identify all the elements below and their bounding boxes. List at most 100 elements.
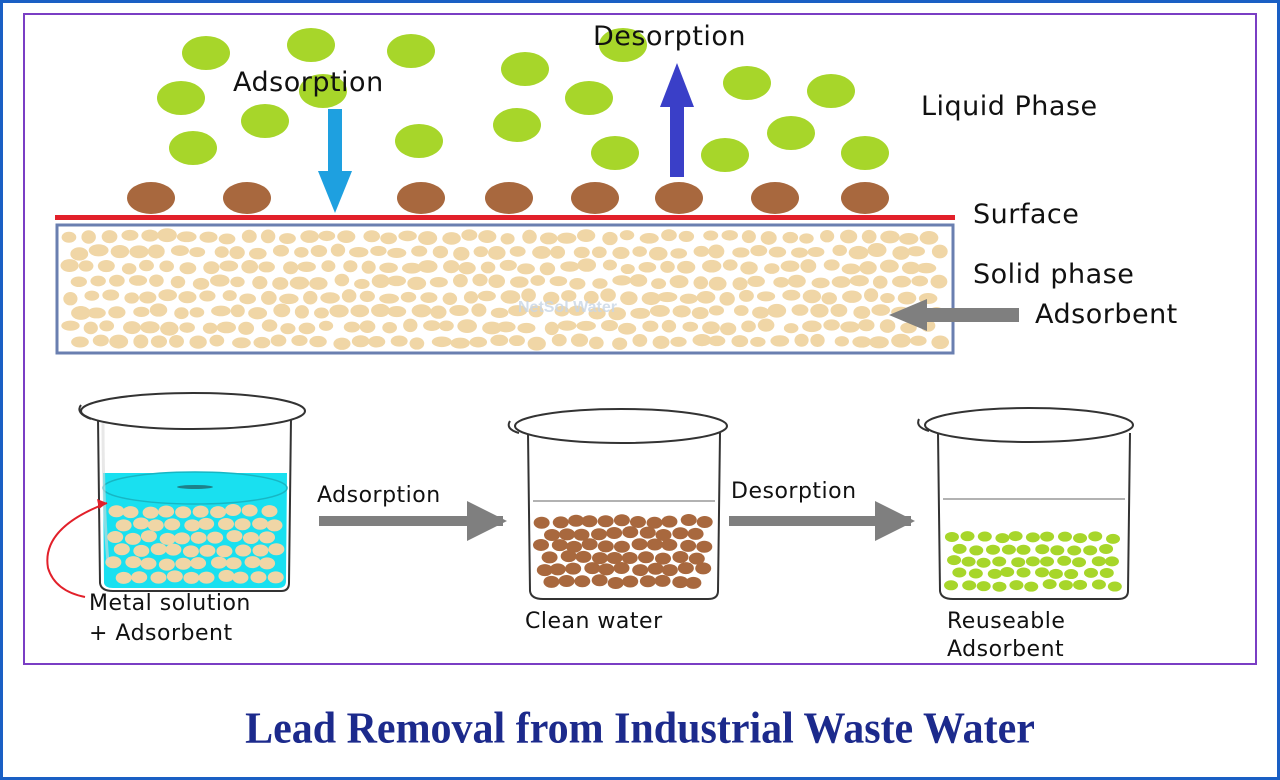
- solid-grain: [528, 305, 544, 318]
- beaker-grain: [969, 545, 984, 556]
- beaker-grain: [551, 539, 568, 552]
- beaker-grain: [252, 517, 269, 530]
- beaker-grain: [115, 519, 132, 532]
- beaker-grain: [622, 575, 639, 588]
- solid-grain: [568, 305, 585, 316]
- solid-grain: [60, 259, 79, 272]
- beaker-grain: [226, 530, 243, 543]
- beaker-grain: [574, 575, 591, 588]
- solid-grain: [629, 274, 648, 287]
- solid-grain: [864, 288, 879, 302]
- solid-grain: [133, 306, 150, 318]
- beaker-grain: [252, 544, 269, 557]
- beaker-grain: [565, 562, 582, 575]
- beaker-grain: [1016, 567, 1031, 578]
- beaker-grain: [695, 562, 712, 575]
- solid-grain: [387, 275, 406, 287]
- solid-grain: [901, 261, 921, 275]
- solid-grain: [722, 259, 738, 271]
- solid-grain: [418, 231, 438, 246]
- solid-grain: [337, 230, 356, 243]
- solid-grain: [560, 261, 580, 272]
- solid-grain: [738, 289, 754, 302]
- solid-grain: [110, 245, 130, 259]
- beaker-grain: [952, 567, 967, 578]
- solid-grain: [199, 231, 218, 243]
- solid-grain: [429, 276, 448, 288]
- beaker-grain: [158, 558, 175, 571]
- solid-grain: [880, 230, 900, 244]
- solid-grain: [787, 274, 806, 288]
- beaker-grain: [1104, 556, 1119, 567]
- beaker-grain: [268, 543, 285, 556]
- solid-grain: [272, 277, 289, 290]
- beaker-grain: [647, 562, 664, 575]
- beaker-grain: [1057, 531, 1072, 542]
- solid-grain: [916, 262, 937, 274]
- solid-grain: [124, 292, 139, 304]
- beaker-grain: [1050, 545, 1065, 556]
- solid-grain: [83, 321, 98, 335]
- liquid-particle: [157, 81, 205, 115]
- beaker-grain: [225, 504, 242, 517]
- beaker-grain: [677, 562, 694, 575]
- solid-grain: [92, 334, 109, 347]
- solid-grain: [170, 245, 189, 256]
- solid-grain: [807, 246, 825, 257]
- solid-grain: [209, 334, 225, 347]
- liquid-particle: [287, 28, 335, 62]
- solid-grain: [899, 233, 919, 245]
- solid-grain: [588, 336, 604, 350]
- beaker-grain: [613, 514, 630, 527]
- solid-grain: [309, 335, 327, 348]
- beaker-grain: [992, 581, 1007, 592]
- solid-grain: [849, 275, 869, 287]
- solid-grain: [321, 260, 336, 273]
- watermark: NetSol Water: [518, 299, 617, 316]
- solid-grain: [260, 229, 276, 244]
- beaker-grain: [225, 557, 242, 570]
- beaker-grain: [646, 538, 663, 551]
- beaker-grain: [566, 540, 583, 553]
- beaker-grain: [1099, 567, 1114, 578]
- solid-grain: [298, 322, 316, 335]
- solid-grain: [431, 336, 452, 348]
- beaker-grain: [639, 526, 656, 539]
- liquid-particle: [493, 108, 541, 142]
- solid-grain: [449, 305, 469, 317]
- label-desorption: Desorption: [593, 21, 746, 52]
- solid-grain: [230, 304, 245, 318]
- solid-grain: [469, 336, 488, 348]
- solid-grain: [620, 263, 635, 275]
- solid-grain: [179, 322, 195, 333]
- solid-grain: [480, 261, 496, 274]
- solid-grain: [500, 233, 515, 245]
- solid-grain: [382, 321, 397, 334]
- liquid-particle: [841, 136, 889, 170]
- beaker-grain: [661, 564, 678, 577]
- solid-grain: [176, 231, 197, 243]
- solid-grain: [592, 278, 608, 289]
- liquid-particle: [807, 74, 855, 108]
- beaker-grain: [1025, 532, 1040, 543]
- beaker-grain: [207, 531, 224, 544]
- solid-grain: [869, 336, 889, 349]
- solid-grain: [820, 230, 835, 243]
- solid-grain: [760, 231, 777, 245]
- solid-grain: [853, 306, 871, 319]
- beaker-grain: [147, 519, 164, 532]
- solid-grain: [733, 305, 749, 316]
- solid-grain: [741, 320, 756, 333]
- solid-grain: [294, 305, 309, 319]
- beaker-grain: [591, 574, 608, 587]
- beaker-grain: [639, 575, 656, 588]
- solid-grain: [430, 305, 447, 319]
- liquid-particle: [182, 36, 230, 70]
- solid-grain: [248, 307, 268, 320]
- solid-grain: [230, 276, 245, 288]
- solid-grain: [289, 276, 310, 290]
- solid-grain: [359, 320, 376, 333]
- solid-grain: [368, 336, 386, 348]
- beaker-grain: [597, 540, 614, 553]
